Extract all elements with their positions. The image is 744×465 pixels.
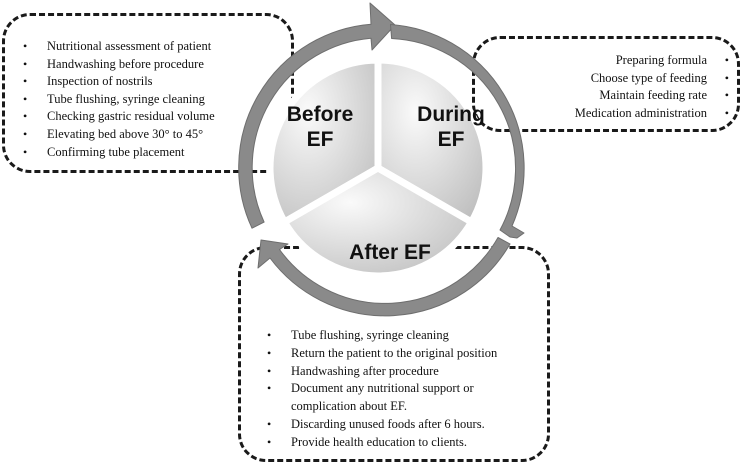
arrow-during-to-after [390, 24, 525, 239]
after-item-4: Document any nutritional support or compl… [241, 380, 539, 416]
before-item-5: Checking gastric residual volume [5, 108, 283, 126]
before-item-2: Handwashing before procedure [5, 56, 283, 74]
before-item-1: Nutritional assessment of patient [5, 38, 283, 56]
after-item-2: Return the patient to the original posit… [241, 345, 539, 363]
after-item-6: Provide health education to clients. [241, 434, 539, 452]
during-ef-box: Preparing formula Choose type of feeding… [472, 36, 740, 132]
cycle-arrows [238, 2, 525, 317]
during-ef-label-line2: EF [438, 128, 465, 151]
during-item-1: Preparing formula [475, 52, 729, 70]
before-item-4: Tube flushing, syringe cleaning [5, 91, 283, 109]
before-ef-list: Nutritional assessment of patient Handwa… [5, 38, 283, 161]
arrow-after-to-before [257, 237, 511, 317]
before-item-7: Confirming tube placement [5, 144, 283, 162]
before-item-6: Elevating bed above 30° to 45° [5, 126, 283, 144]
after-ef-list: Tube flushing, syringe cleaning Return t… [241, 327, 539, 452]
during-ef-list: Preparing formula Choose type of feeding… [475, 52, 729, 123]
before-ef-label-line2: EF [307, 128, 334, 151]
during-ef-label-line1: During [417, 103, 485, 126]
before-ef-box: Nutritional assessment of patient Handwa… [2, 13, 294, 173]
after-ef-box: Tube flushing, syringe cleaning Return t… [238, 246, 550, 462]
after-ef-label: After EF [349, 241, 431, 264]
after-item-4-line2: complication about EF. [291, 399, 407, 414]
after-item-1: Tube flushing, syringe cleaning [241, 327, 539, 345]
after-segment [281, 164, 475, 280]
after-item-3: Handwashing after procedure [241, 363, 539, 381]
before-ef-label-line1: Before [287, 103, 354, 126]
before-item-3: Inspection of nostrils [5, 73, 283, 91]
during-item-3: Maintain feeding rate [475, 87, 729, 105]
during-item-2: Choose type of feeding [475, 70, 729, 88]
during-item-4: Medication administration [475, 105, 729, 123]
after-item-5: Discarding unused foods after 6 hours. [241, 416, 539, 434]
after-item-4-line1: Document any nutritional support or [291, 381, 474, 396]
